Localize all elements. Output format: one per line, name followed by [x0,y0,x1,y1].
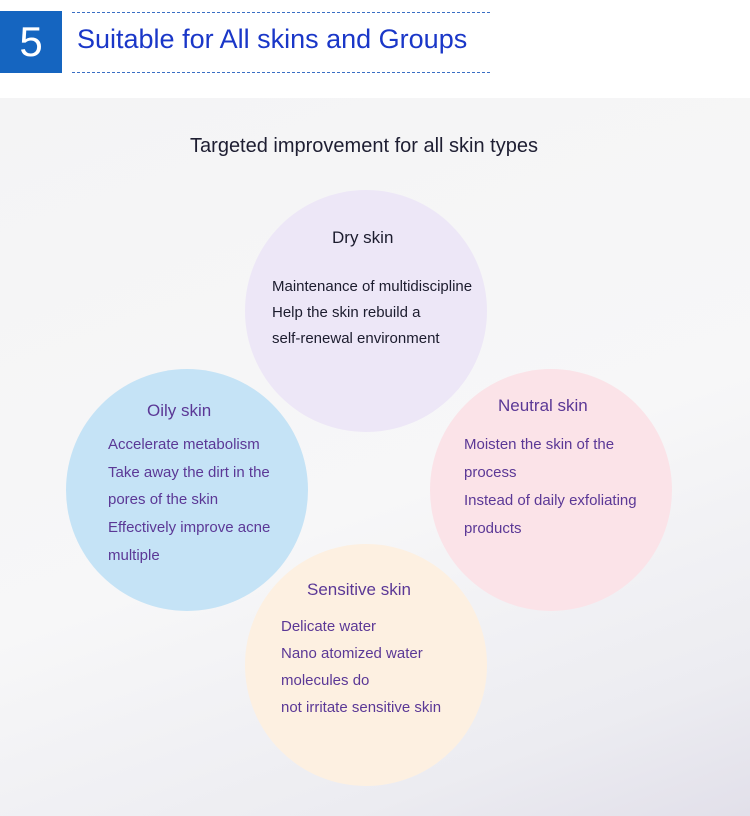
sensitive-skin-line: Nano atomized water [281,645,423,662]
oily-skin-circle [66,369,308,611]
oily-skin-line: Take away the dirt in the [108,464,270,481]
neutral-skin-line: Moisten the skin of the [464,436,615,453]
panel-subtitle: Targeted improvement for all skin types [190,135,538,157]
neutral-skin-line: process [464,464,517,481]
dry-skin-line: self-renewal environment [272,330,440,347]
dry-skin-circle [245,190,487,432]
header-divider-bottom [72,72,490,73]
sensitive-skin-line: molecules do [281,672,370,689]
dry-skin-title: Dry skin [332,228,394,247]
oily-skin-title: Oily skin [147,401,212,420]
dry-skin-line: Maintenance of multidiscipline [272,278,473,295]
section-number-badge: 5 [0,11,62,73]
oily-skin-line: Effectively improve acne [108,519,271,536]
oily-skin-line: pores of the skin [108,491,219,508]
dry-skin-line: Help the skin rebuild a [272,304,421,321]
section-header: 5 Suitable for All skins and Groups [0,0,750,98]
sensitive-skin-line: not irritate sensitive skin [281,699,442,716]
neutral-skin-title: Neutral skin [498,396,588,415]
oily-skin-line: Accelerate metabolism [108,436,260,453]
neutral-skin-line: products [464,520,522,537]
sensitive-skin-line: Delicate water [281,618,377,635]
oily-skin-line: multiple [108,547,160,564]
header-divider-top [72,12,490,13]
section-title: Suitable for All skins and Groups [77,24,468,54]
sensitive-skin-title: Sensitive skin [307,580,411,599]
sensitive-skin-circle [245,544,487,786]
neutral-skin-line: Instead of daily exfoliating [464,492,637,509]
neutral-skin-circle [430,369,672,611]
